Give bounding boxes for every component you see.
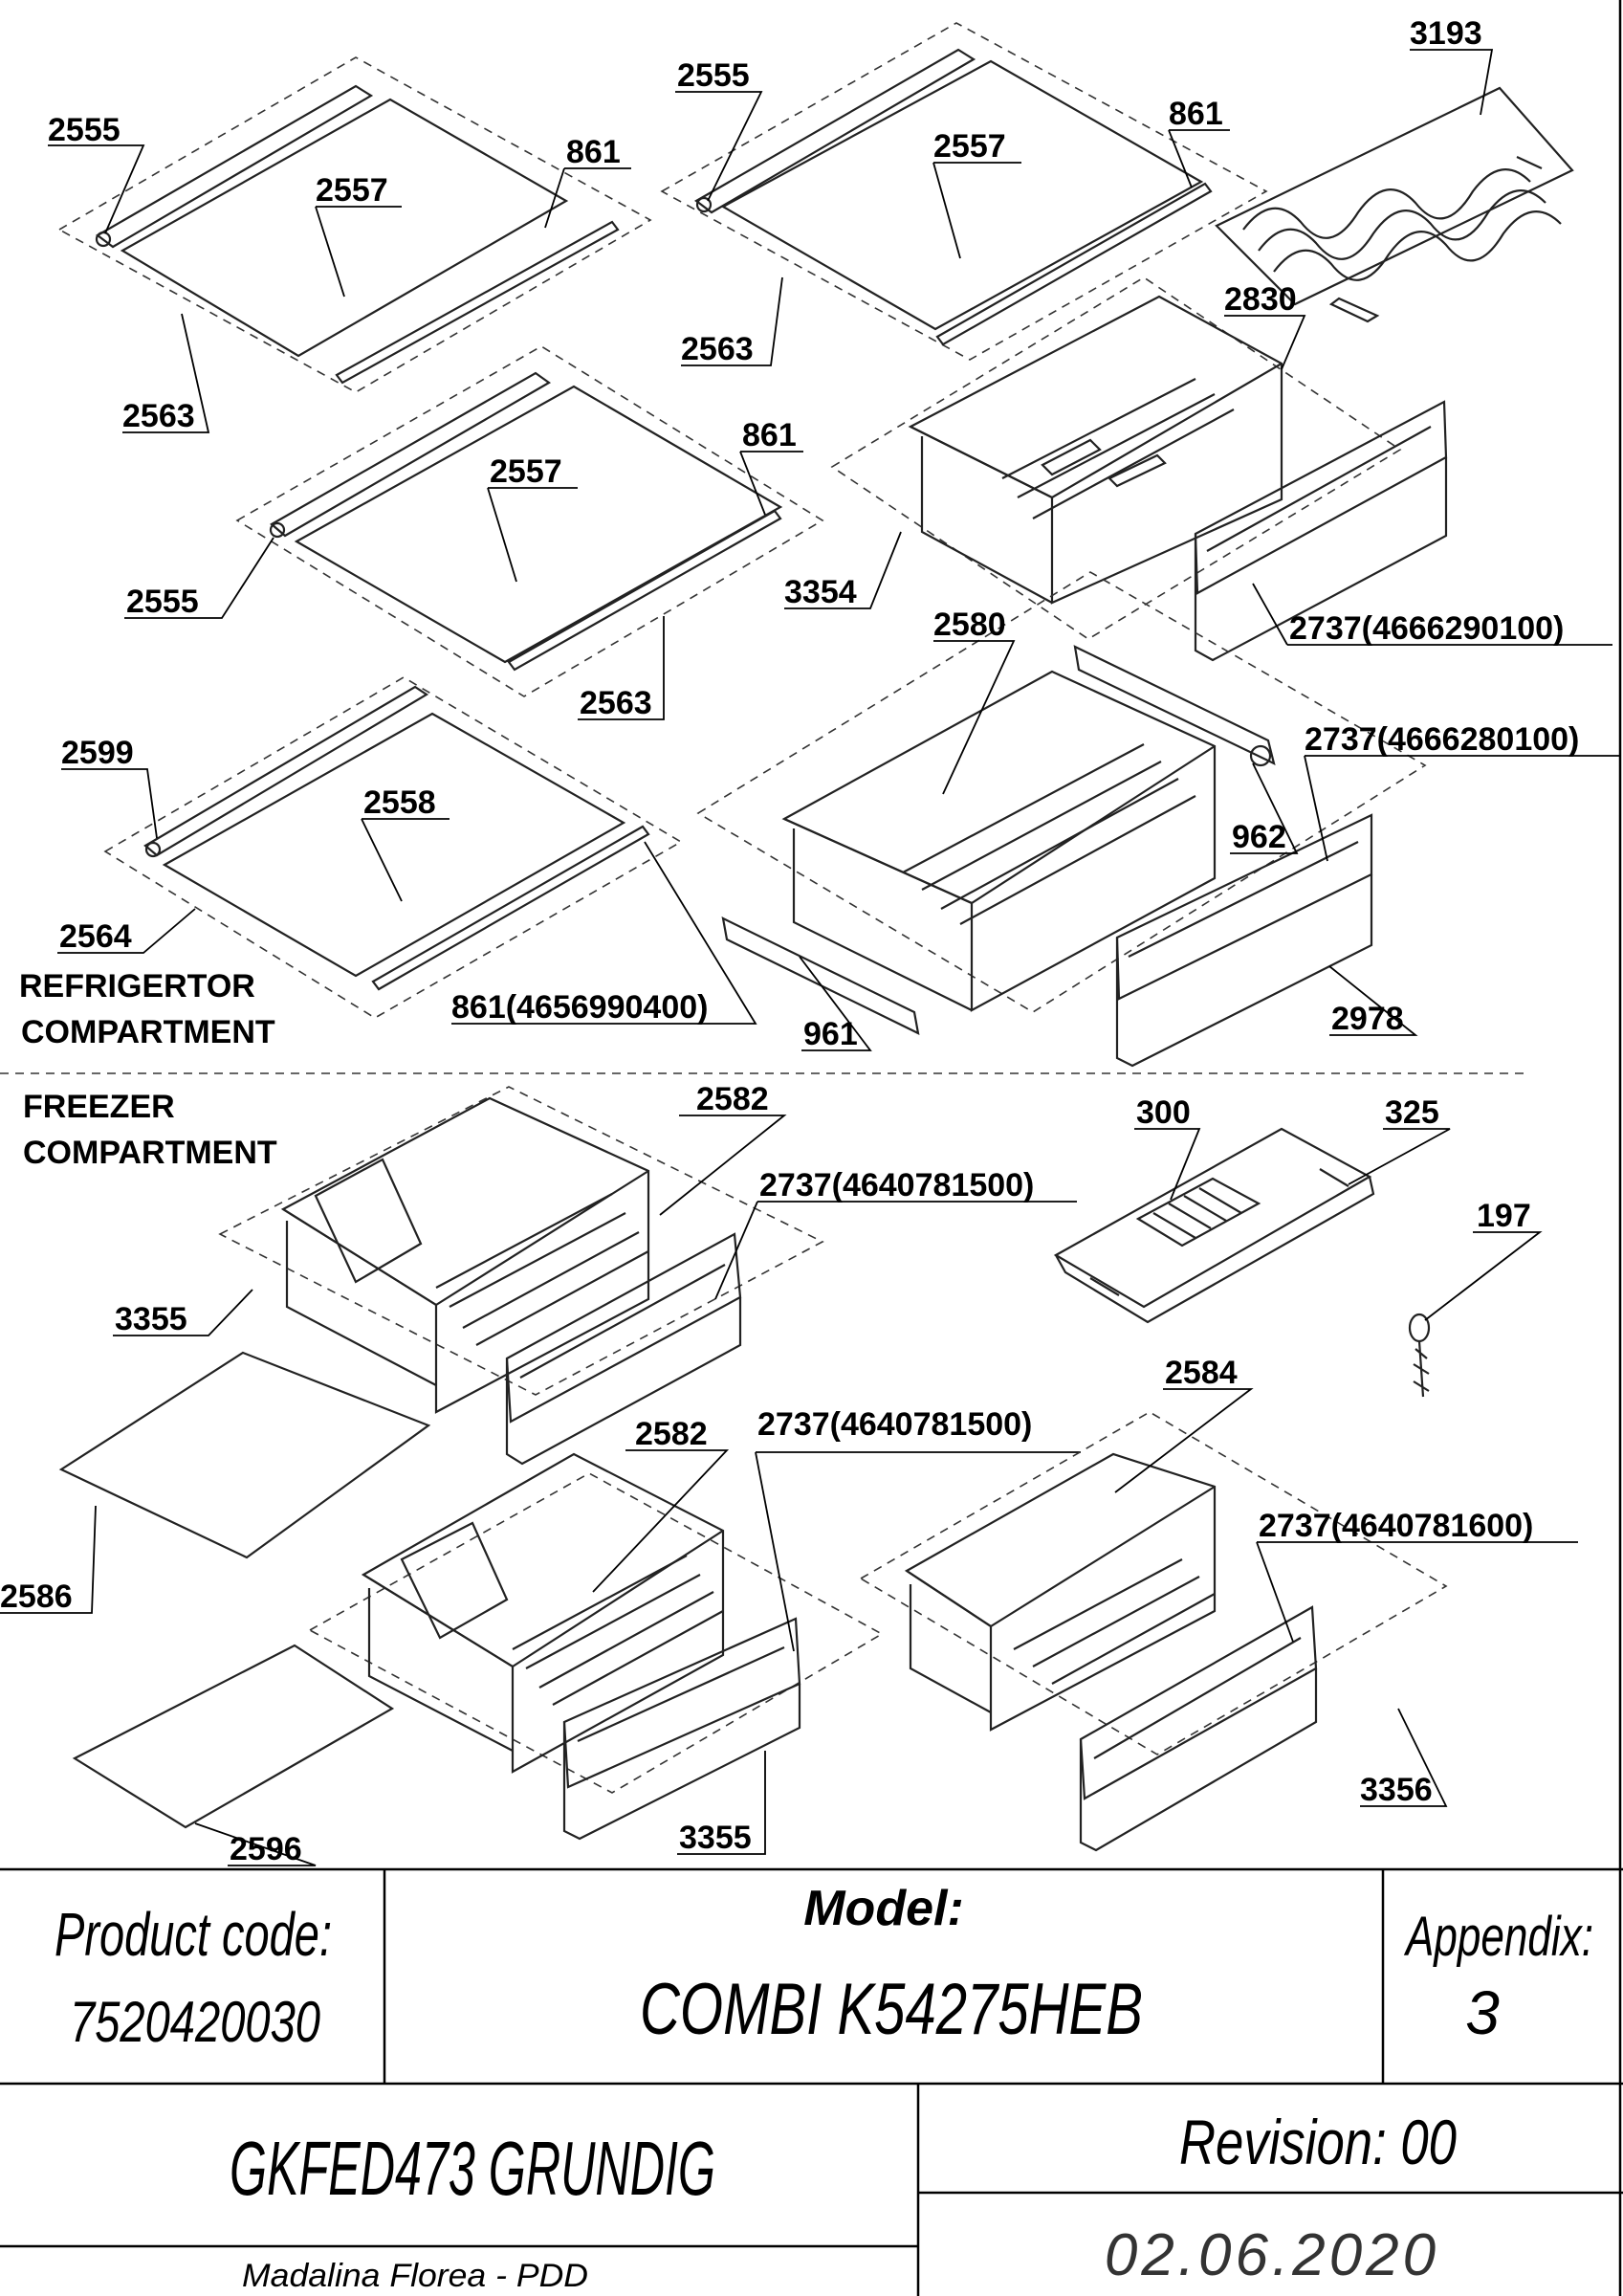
label-2596: 2596 xyxy=(230,1831,302,1867)
label-197: 197 xyxy=(1477,1198,1531,1234)
leader-lines-freezer-1 xyxy=(113,1115,1077,1336)
appendix-label: Appendix: xyxy=(1404,1906,1593,1968)
title-block: Product code: 7520420030 Model: COMBI K5… xyxy=(0,1867,1623,2296)
label-2555: 2555 xyxy=(48,112,121,148)
refrigerator-caption-line2: COMPARTMENT xyxy=(21,1014,275,1050)
label-861: 861 xyxy=(742,417,797,453)
label-2737-4640781600: 2737(4640781600) xyxy=(1259,1508,1533,1544)
glass-shelf-1 xyxy=(57,56,652,393)
label-2563: 2563 xyxy=(681,331,754,367)
leader-lines-freezer-2 xyxy=(592,1449,1081,1855)
label-3354: 3354 xyxy=(784,574,857,610)
label-2558: 2558 xyxy=(363,784,436,821)
label-3355: 3355 xyxy=(115,1301,187,1337)
label-2555: 2555 xyxy=(126,584,199,620)
freezer-glass-2586 xyxy=(58,1351,431,1559)
refrigerator-caption-line1: REFRIGERTOR xyxy=(19,968,255,1004)
leader-line-2596 xyxy=(194,1822,317,1866)
label-962: 962 xyxy=(1232,819,1286,855)
product-code-label: Product code: xyxy=(55,1900,332,1969)
label-2580: 2580 xyxy=(933,607,1006,643)
label-2599: 2599 xyxy=(61,735,134,771)
freezer-caption-line2: COMPARTMENT xyxy=(23,1135,277,1171)
part-numbers: 2555 2557 861 2563 2555 2557 861 2563 31… xyxy=(0,15,1579,1867)
label-3356: 3356 xyxy=(1360,1772,1433,1808)
glass-shelf-2 xyxy=(660,22,1268,361)
appendix-value: 3 xyxy=(1465,1978,1500,2047)
label-2978: 2978 xyxy=(1331,1001,1404,1037)
label-2584: 2584 xyxy=(1165,1355,1238,1391)
label-2586: 2586 xyxy=(0,1578,73,1615)
ice-tray xyxy=(1053,1127,1375,1324)
freezer-drawer-2 xyxy=(308,1452,884,1841)
label-2564: 2564 xyxy=(59,918,132,955)
label-2563: 2563 xyxy=(122,398,195,434)
label-2563: 2563 xyxy=(580,685,652,721)
freezer-glass-2596 xyxy=(72,1644,395,1829)
label-2582: 2582 xyxy=(696,1081,769,1117)
label-3355: 3355 xyxy=(679,1820,752,1856)
glass-shelf-4 xyxy=(103,676,683,1019)
model-value: COMBI K54275HEB xyxy=(640,1969,1143,2050)
label-861: 861 xyxy=(1169,96,1223,132)
leader-lines-shelf-1 xyxy=(48,144,631,433)
leader-lines-freezer-3 xyxy=(1114,1388,1578,1807)
label-2555: 2555 xyxy=(677,57,750,94)
leader-lines-drawer-1 xyxy=(784,315,1612,646)
compartment-captions: REFRIGERTOR COMPARTMENT FREEZER COMPARTM… xyxy=(19,968,277,1171)
leader-line-2586 xyxy=(0,1505,97,1614)
crisper-drawer xyxy=(830,276,1448,662)
revision-date: 02.06.2020 xyxy=(1105,2222,1439,2288)
label-2557: 2557 xyxy=(316,172,388,209)
leader-lines-ice-tray xyxy=(1134,1128,1451,1201)
label-861: 861 xyxy=(566,134,621,170)
glass-shelf-3 xyxy=(235,345,824,697)
label-961: 961 xyxy=(803,1016,858,1052)
model-label: Model: xyxy=(803,1881,964,1936)
large-drawer xyxy=(696,571,1427,1068)
revision: Revision: 00 xyxy=(1179,2107,1457,2177)
label-2737-4640781500: 2737(4640781500) xyxy=(757,1406,1032,1443)
label-325: 325 xyxy=(1385,1094,1439,1131)
product-name: GKFED473 GRUNDIG xyxy=(230,2126,715,2211)
leader-line-197 xyxy=(1424,1231,1543,1321)
label-3193: 3193 xyxy=(1410,15,1482,52)
freezer-drawer-3 xyxy=(859,1411,1448,1852)
label-2557: 2557 xyxy=(933,128,1006,165)
leader-line-3193 xyxy=(1410,49,1494,116)
wine-rack xyxy=(1215,86,1574,323)
freezer-caption-line1: FREEZER xyxy=(23,1089,175,1125)
freezer-drawer-1 xyxy=(218,1086,824,1466)
author: Madalina Florea - PDD xyxy=(242,2258,588,2294)
label-861-4656990400: 861(4656990400) xyxy=(451,989,708,1026)
leader-lines-shelf-4 xyxy=(57,768,757,1025)
label-300: 300 xyxy=(1136,1094,1191,1131)
ice-scraper xyxy=(1408,1313,1431,1398)
label-2737-4640781500: 2737(4640781500) xyxy=(759,1167,1034,1203)
leader-lines-shelf-2 xyxy=(675,91,1230,366)
label-2737-4666290100: 2737(4666290100) xyxy=(1289,610,1564,647)
label-2737-4666280100: 2737(4666280100) xyxy=(1305,721,1579,758)
label-2830: 2830 xyxy=(1224,281,1297,318)
label-2557: 2557 xyxy=(490,453,562,490)
product-code-value: 7520420030 xyxy=(70,1990,320,2054)
leader-lines-shelf-3 xyxy=(124,451,803,720)
leader-lines-drawer-2 xyxy=(799,640,1620,1051)
label-2582: 2582 xyxy=(635,1416,708,1452)
